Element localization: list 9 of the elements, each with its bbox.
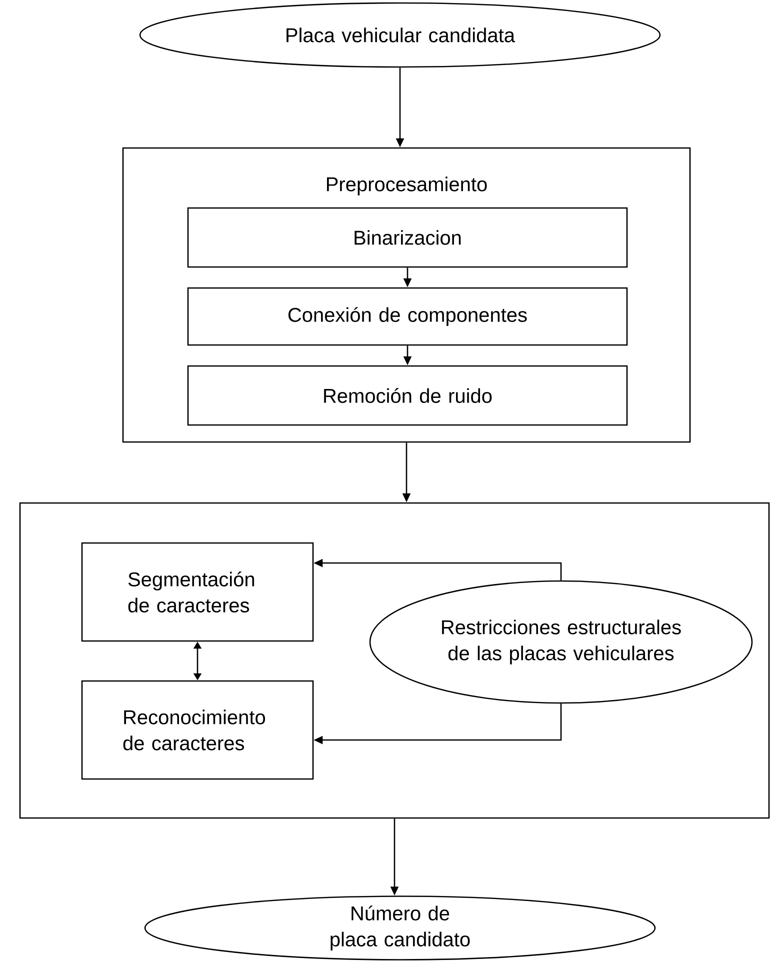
process-box: Binarizacion [187,207,628,268]
ellipse-node: Número de placa candidato [144,896,656,960]
process-box: Reconocimiento de caracteres [81,680,314,780]
ellipse-node: Placa vehicular candidata [139,2,661,68]
process-box: Segmentación de caracteres [81,542,314,642]
process-box: Remoción de ruido [187,365,628,426]
process-box: Conexión de componentes [187,287,628,346]
frame-box [19,502,770,819]
ellipse-node: Restricciones estructurales de las placas vehiculares [369,580,753,704]
